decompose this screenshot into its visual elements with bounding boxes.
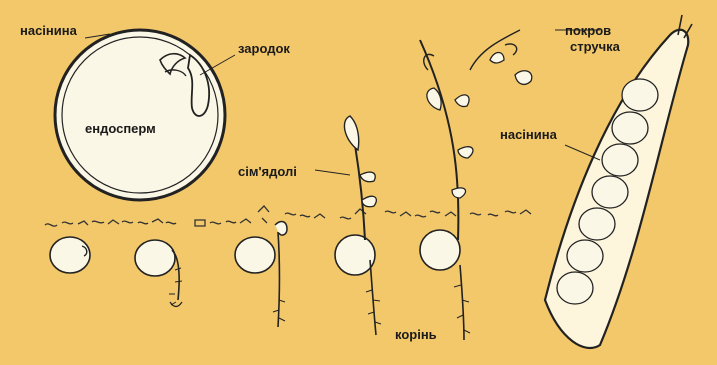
stage-3-seedling — [235, 222, 287, 327]
stage-4-plant — [335, 116, 381, 335]
seed-cross-section — [55, 30, 235, 200]
label-seed-top: насінина — [20, 24, 77, 38]
label-endosperm: ендосперм — [85, 122, 156, 136]
pea-pod — [545, 15, 692, 348]
stage-1-seed — [50, 237, 90, 273]
stage-5-plant — [420, 30, 532, 340]
label-seed-pod: насінина — [500, 128, 557, 142]
label-root: корінь — [395, 328, 437, 342]
label-embryo: зародок — [238, 42, 290, 56]
label-cotyledons: сім'ядолі — [238, 165, 297, 179]
stage-2-seedling — [135, 240, 182, 307]
label-pod-cover-2: стручка — [570, 40, 620, 54]
label-pod-cover-1: покров — [565, 24, 611, 38]
leader-cotyledons — [315, 170, 350, 175]
